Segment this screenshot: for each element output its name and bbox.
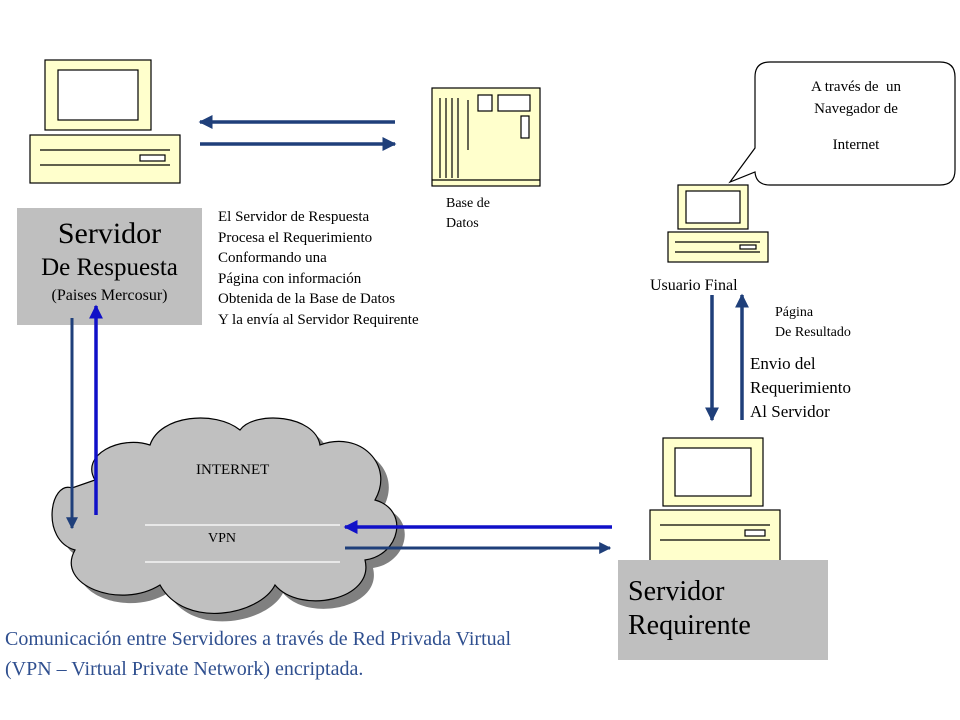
request-send-label: Envio del Requerimiento Al Servidor (750, 352, 851, 424)
response-server-box (17, 208, 202, 325)
end-user-computer-icon (667, 184, 769, 263)
requesting-server-box (618, 560, 828, 660)
caption: Comunicación entre Servidores a través d… (5, 624, 511, 684)
callout-bubble (728, 61, 956, 186)
caption-line2: (VPN – Virtual Private Network) encripta… (5, 658, 364, 680)
response-server-subtitle: De Respuesta (41, 254, 178, 281)
response-server-label: Servidor De Respuesta (Paises Mercosur) (17, 216, 202, 308)
internet-label: INTERNET (196, 462, 270, 478)
caption-line1: Comunicación entre Servidores a través d… (5, 628, 512, 650)
process-description-line: Conformando una (218, 250, 327, 267)
request-send-line1: Envio del (750, 354, 816, 373)
response-server-note: (Paises Mercosur) (51, 287, 168, 304)
process-description-line: Página con información (218, 270, 362, 287)
callout-line1: A través de un (811, 79, 901, 95)
result-page-line2: De Resultado (775, 325, 851, 340)
response-server-computer-icon (29, 59, 181, 184)
process-description-line: El Servidor de Respuesta (218, 209, 370, 225)
database-label-line2: Datos (446, 216, 479, 231)
callout-line3: Internet (832, 137, 880, 153)
response-server-title: Servidor (57, 217, 162, 250)
requesting-server-computer-icon (649, 437, 781, 563)
requesting-server-line2: Requirente (628, 610, 751, 641)
requesting-server-line1: Servidor (628, 576, 725, 607)
vpn-label: VPN (208, 531, 237, 546)
end-user-label: Usuario Final (650, 277, 738, 294)
process-description-line: Y la envía al Servidor Requirente (218, 311, 419, 328)
requesting-server-label: Servidor Requirente (628, 575, 751, 643)
callout-text: A través de un Navegador de Internet (758, 76, 954, 156)
database-server-icon (431, 87, 541, 187)
database-label: Base de Datos (446, 194, 490, 234)
database-label-line1: Base de (446, 196, 490, 211)
internet-cloud (51, 417, 405, 622)
process-description-line: Obtenida de la Base de Datos (218, 291, 396, 308)
callout-line2: Navegador de (814, 101, 898, 117)
request-send-line3: Al Servidor (750, 402, 830, 421)
result-page-line1: Página (775, 305, 814, 320)
process-description-line: Procesa el Requerimiento (218, 229, 373, 246)
process-description: El Servidor de Respuesta Procesa el Requ… (218, 207, 419, 331)
result-page-label: Página De Resultado (775, 303, 851, 343)
request-send-line2: Requerimiento (750, 378, 852, 397)
